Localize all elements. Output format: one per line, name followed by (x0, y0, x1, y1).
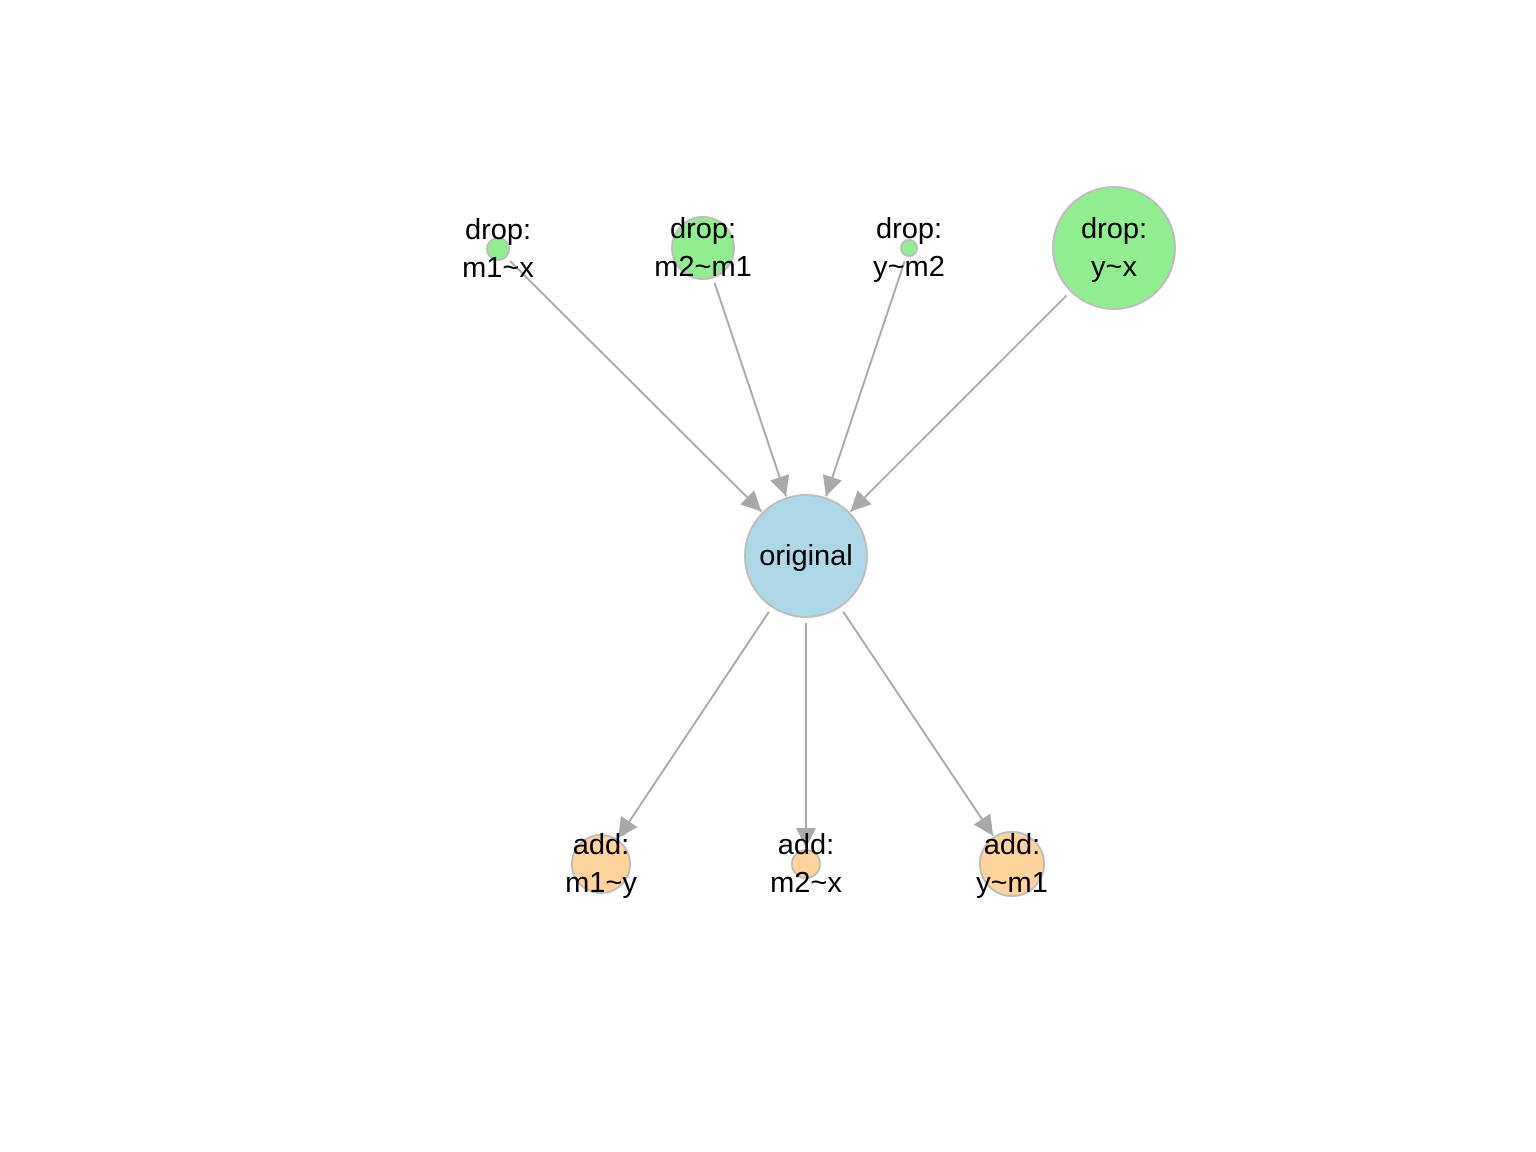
node-label-drop-y-m2-line2: y~m2 (873, 251, 945, 283)
node-circle-drop-y-m2 (900, 239, 918, 257)
node-circle-add-m1-y (571, 834, 631, 894)
node-add-m2-x: add: m2~x (770, 829, 842, 899)
node-label-drop-m2-m1-line1: drop: (670, 213, 736, 245)
node-label-add-m1-y-line2: m1~y (565, 867, 637, 899)
node-original: original (744, 494, 868, 618)
node-label-drop-m2-m1-line2: m2~m1 (654, 251, 752, 283)
node-drop-m1-x: drop: m1~x (462, 214, 534, 284)
node-label-add-m2-x-line1: add: (778, 829, 834, 861)
node-drop-y-x: drop: y~x (1052, 186, 1176, 310)
node-label-add-m2-x-line2: m2~x (770, 867, 842, 899)
node-circle-add-y-m1 (979, 831, 1045, 897)
node-label-drop-m1-x-line1: drop: (465, 214, 531, 246)
node-label-original-line1: original (759, 540, 853, 572)
node-add-y-m1: add: y~m1 (976, 829, 1048, 899)
nodes-layer: originaldrop:m1~xdrop:m2~m1drop:y~m2drop… (462, 186, 1176, 899)
node-circle-original (744, 494, 868, 618)
node-drop-y-m2: drop: y~m2 (873, 213, 945, 283)
node-circle-drop-m2-m1 (671, 216, 735, 280)
node-label-drop-m1-x-line2: m1~x (462, 252, 534, 284)
node-label-drop-y-x-line2: y~x (1091, 251, 1137, 283)
node-label-add-y-m1-line2: y~m1 (976, 867, 1048, 899)
edge-drop-m1-x-to-original (509, 260, 763, 513)
edge-original-to-add-m1-y (617, 611, 770, 839)
node-circle-drop-m1-x (486, 237, 510, 261)
edge-drop-m2-m1-to-original (713, 282, 790, 497)
edge-drop-y-x-to-original (849, 294, 1068, 513)
node-label-add-y-m1-line1: add: (984, 829, 1040, 861)
edge-drop-y-m2-to-original (822, 260, 906, 497)
edge-original-to-add-y-m1 (842, 611, 994, 837)
edges-layer (509, 260, 1068, 848)
node-add-m1-y: add: m1~y (565, 829, 637, 899)
node-label-drop-y-m2-line1: drop: (876, 213, 942, 245)
node-label-drop-y-x-line1: drop: (1081, 213, 1147, 245)
node-circle-add-m2-x (791, 849, 821, 879)
node-label-add-m1-y-line1: add: (573, 829, 629, 861)
node-circle-drop-y-x (1052, 186, 1176, 310)
node-drop-m2-m1: drop: m2~m1 (654, 213, 752, 283)
